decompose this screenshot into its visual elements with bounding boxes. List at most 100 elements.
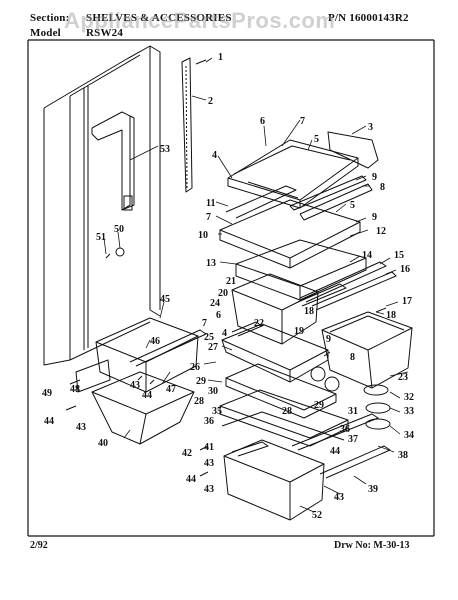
drawer-40 — [91, 371, 195, 445]
rails-upper — [289, 175, 373, 221]
strip-2 — [181, 57, 193, 193]
shelf-middle — [219, 185, 361, 269]
cabinet-outline — [43, 45, 161, 366]
callout-35: 35 — [212, 406, 222, 417]
callout-5b: 5 — [350, 200, 355, 211]
footer-drawing-number: Drw No: M-30-13 — [334, 540, 410, 551]
callout-39: 39 — [368, 484, 378, 495]
callout-16: 16 — [400, 264, 410, 275]
callout-4b: 4 — [222, 328, 227, 339]
callout-22: 22 — [254, 318, 264, 329]
callout-43b: 43 — [76, 422, 86, 433]
screws — [65, 59, 387, 477]
left-shelf — [95, 317, 207, 393]
callout-labels: 1 2 3 6 7 5 4 53 9 8 11 5 7 9 50 10 12 5… — [42, 52, 414, 521]
bracket-53 — [91, 111, 135, 211]
callout-5a: 5 — [314, 134, 319, 145]
callout-52: 52 — [312, 510, 322, 521]
callout-32: 32 — [404, 392, 414, 403]
callout-7c: 7 — [202, 318, 207, 329]
callout-21: 21 — [226, 276, 236, 287]
callout-1: 1 — [218, 52, 223, 63]
callout-36b: 36 — [340, 424, 350, 435]
callout-8b: 8 — [350, 352, 355, 363]
callout-9a: 9 — [372, 172, 377, 183]
callout-49: 49 — [42, 388, 52, 399]
callout-36a: 36 — [204, 416, 214, 427]
callout-15: 15 — [394, 250, 404, 261]
shelf-upper — [227, 139, 359, 209]
callout-10: 10 — [198, 230, 208, 241]
callout-23: 23 — [398, 372, 408, 383]
callout-6b: 6 — [216, 310, 221, 321]
callout-29b: 29 — [314, 400, 324, 411]
callout-33: 33 — [404, 406, 414, 417]
callout-8a: 8 — [380, 182, 385, 193]
section-label: Section: — [30, 12, 70, 24]
callout-30: 30 — [208, 386, 218, 397]
callout-28b: 28 — [282, 406, 292, 417]
footer-date: 2/92 — [30, 540, 48, 551]
callout-50: 50 — [114, 224, 124, 235]
callout-7b: 7 — [206, 212, 211, 223]
callout-25: 25 — [204, 332, 214, 343]
rails-14-16 — [299, 261, 397, 311]
callout-42: 42 — [182, 448, 192, 459]
callout-43e: 43 — [334, 492, 344, 503]
callout-53: 53 — [160, 144, 170, 155]
callout-48: 48 — [70, 384, 80, 395]
callout-18a: 18 — [304, 306, 314, 317]
callout-29a: 29 — [196, 376, 206, 387]
shelf-35 — [219, 389, 349, 447]
callout-37: 37 — [348, 434, 358, 445]
drawer-20 — [231, 273, 347, 345]
callout-47: 47 — [166, 384, 176, 395]
callout-44d: 44 — [186, 474, 196, 485]
bracket-48 — [75, 359, 111, 393]
watermark: AppliancePartsPros.com — [64, 8, 336, 33]
callout-24: 24 — [210, 298, 220, 309]
drawer-52 — [223, 439, 325, 521]
callout-2: 2 — [208, 96, 213, 107]
callout-31: 31 — [348, 406, 358, 417]
callout-43c: 43 — [204, 458, 214, 469]
callout-12: 12 — [376, 226, 386, 237]
part-number: P/N 16000143R2 — [328, 12, 409, 24]
callout-43a: 43 — [130, 380, 140, 391]
callout-6: 6 — [260, 116, 265, 127]
callout-40: 40 — [98, 438, 108, 449]
callout-9c: 9 — [326, 334, 331, 345]
drawer-23 — [321, 311, 413, 389]
model-value: RSW24 — [86, 27, 124, 39]
callout-20: 20 — [218, 288, 228, 299]
callout-45: 45 — [160, 294, 170, 305]
line-art — [43, 45, 413, 521]
callout-41: 41 — [204, 442, 214, 453]
section-title: SHELVES & ACCESSORIES — [86, 12, 232, 24]
callout-44a: 44 — [142, 390, 152, 401]
callout-26: 26 — [190, 362, 200, 373]
frame — [27, 39, 435, 537]
model-label: Model — [30, 27, 61, 39]
callout-38: 38 — [398, 450, 408, 461]
callout-28a: 28 — [194, 396, 204, 407]
callout-9b: 9 — [372, 212, 377, 223]
callout-19: 19 — [294, 326, 304, 337]
callout-13: 13 — [206, 258, 216, 269]
callout-34: 34 — [404, 430, 414, 441]
callout-7a: 7 — [300, 116, 305, 127]
callout-11: 11 — [206, 198, 215, 209]
rails-30-31 — [225, 363, 340, 419]
leader-lines — [103, 57, 409, 513]
callout-3: 3 — [368, 122, 373, 133]
callout-17: 17 — [402, 296, 412, 307]
callout-44b: 44 — [44, 416, 54, 427]
callout-43d: 43 — [204, 484, 214, 495]
cover-3 — [327, 131, 379, 169]
rails-38-39 — [291, 413, 391, 479]
callout-46: 46 — [150, 336, 160, 347]
callout-27: 27 — [208, 342, 218, 353]
callout-44c: 44 — [330, 446, 340, 457]
callout-18b: 18 — [386, 310, 396, 321]
